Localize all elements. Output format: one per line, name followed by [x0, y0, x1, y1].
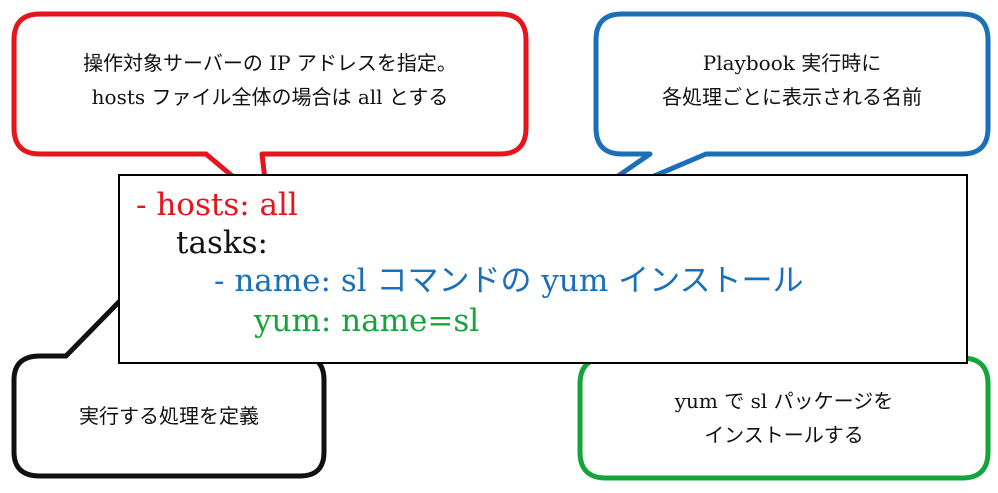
tasks-callout-line1: 実行する処理を定義: [79, 404, 259, 428]
code-line-tasks: tasks:: [176, 225, 268, 261]
name-callout-text: Playbook 実行時に 各処理ごとに表示される名前: [596, 46, 988, 114]
playbook-code-box: [118, 174, 968, 364]
yum-callout-line1: yum で sl パッケージを: [674, 389, 894, 413]
hosts-callout-text: 操作対象サーバーの IP アドレスを指定。 hosts ファイル全体の場合は a…: [14, 46, 526, 114]
name-callout-line2: 各処理ごとに表示される名前: [662, 85, 922, 109]
tasks-callout-text: 実行する処理を定義: [14, 399, 324, 433]
code-line-yum: yum: name=sl: [254, 303, 480, 339]
code-line-name: - name: sl コマンドの yum インストール: [214, 263, 804, 299]
yum-callout-text: yum で sl パッケージを インストールする: [580, 384, 988, 452]
code-line-hosts: - hosts: all: [136, 187, 298, 223]
yum-callout-bubble: [509, 341, 991, 481]
yum-callout-line2: インストールする: [704, 423, 864, 447]
name-callout-line1: Playbook 実行時に: [702, 51, 882, 75]
hosts-callout-line1: 操作対象サーバーの IP アドレスを指定。: [83, 51, 457, 75]
hosts-callout-line2: hosts ファイル全体の場合は all とする: [91, 85, 449, 109]
